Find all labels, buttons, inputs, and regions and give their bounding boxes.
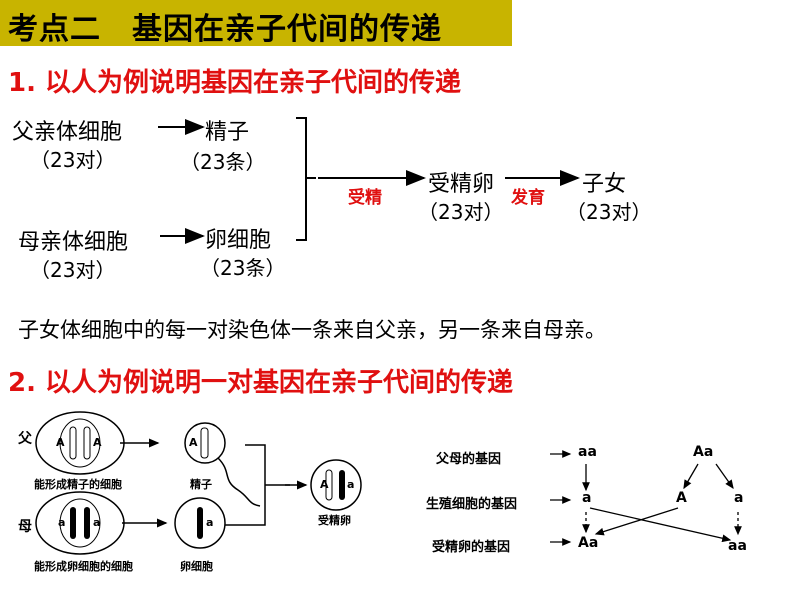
title-bar xyxy=(0,0,512,46)
gamete-A-mother: A xyxy=(676,490,687,506)
zygote-caption: 受精卵 xyxy=(318,514,351,527)
A-to-Aa-cross-arrow xyxy=(594,507,679,536)
zygote-count: （23对） xyxy=(418,200,504,224)
mother-mark: 母 xyxy=(18,519,32,535)
father-chromosome-A xyxy=(69,426,77,460)
mother-cell-label: 母亲体细胞 xyxy=(18,230,129,255)
father-count: （23对） xyxy=(30,148,116,172)
mother-cell-oval xyxy=(35,491,125,555)
egg-circle xyxy=(174,497,226,549)
egg-count: （23条） xyxy=(200,256,286,280)
zygote-label: 受精卵 xyxy=(428,172,495,197)
allele-a-mother2: a xyxy=(93,516,101,529)
row3-label: 受精卵的基因 xyxy=(432,540,511,555)
allele-egg: a xyxy=(206,516,214,529)
offspring-label: 子女 xyxy=(582,172,627,197)
fertilization-label: 受精 xyxy=(348,188,382,208)
zygote-chromosome-A xyxy=(325,469,333,501)
mother-cell-caption: 能形成卵细胞的细胞 xyxy=(34,560,133,573)
zygote-chromosome-a xyxy=(339,470,345,500)
father-cell-label: 父亲体细胞 xyxy=(12,120,123,145)
section1-heading: 1. 以人为例说明基因在亲子代间的传递 xyxy=(8,68,462,98)
row1-label: 父母的基因 xyxy=(436,452,502,467)
Aa-to-A-arrow xyxy=(683,463,699,490)
gene-transmission-figure xyxy=(550,450,742,546)
father-cell-caption: 能形成精子的细胞 xyxy=(34,478,122,491)
parent2-genotype: Aa xyxy=(693,444,714,460)
allele-zygote-a: a xyxy=(347,478,355,491)
father-chromosome-a xyxy=(83,426,91,460)
gamete-a-father: a xyxy=(582,490,592,506)
summary-text: 子女体细胞中的每一对染色体一条来自父亲，另一条来自母亲。 xyxy=(18,318,606,342)
allele-zygote-A: A xyxy=(320,478,329,491)
sperm-label: 精子 xyxy=(205,120,250,145)
row2-label: 生殖细胞的基因 xyxy=(426,497,518,512)
offspring-count: （23对） xyxy=(566,200,652,224)
development-label: 发育 xyxy=(511,188,545,208)
gamete-a-mother: a xyxy=(734,490,744,506)
allele-A-father: A xyxy=(56,436,65,449)
egg-caption: 卵细胞 xyxy=(180,560,213,573)
mother-chromosome-a2 xyxy=(84,507,90,539)
egg-label: 卵细胞 xyxy=(205,228,272,253)
sperm-chromosome xyxy=(200,427,209,459)
a-to-aa-cross-arrow xyxy=(589,507,732,543)
father-cell-oval xyxy=(35,411,125,475)
parent1-genotype: aa xyxy=(578,444,597,460)
zygote-Aa: Aa xyxy=(578,535,599,551)
mother-chromosome-a1 xyxy=(70,507,76,539)
page-title: 考点二 基因在亲子代间的传递 xyxy=(8,12,442,47)
merge-bracket xyxy=(225,444,290,526)
sperm-count: （23条） xyxy=(180,150,266,174)
allele-a-mother1: a xyxy=(58,516,66,529)
allele-sperm: A xyxy=(189,436,198,449)
father-mark: 父 xyxy=(18,431,32,447)
merge-brace xyxy=(296,117,316,241)
sperm-head xyxy=(184,422,226,464)
chromosome-figure xyxy=(35,411,362,555)
sperm-tail xyxy=(217,457,261,507)
egg-chromosome xyxy=(197,507,203,539)
zygote-aa: aa xyxy=(728,538,747,554)
section2-heading: 2. 以人为例说明一对基因在亲子代间的传递 xyxy=(8,368,514,398)
allele-a-father: A xyxy=(93,436,102,449)
zygote-circle xyxy=(310,459,362,511)
mother-count: （23对） xyxy=(30,258,116,282)
Aa-to-a-arrow xyxy=(715,463,734,490)
sperm-caption: 精子 xyxy=(190,478,212,491)
